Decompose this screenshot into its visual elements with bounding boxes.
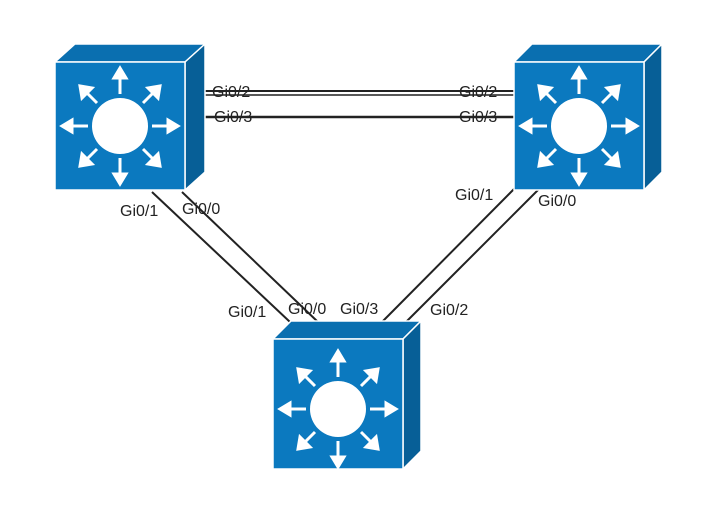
port-label-tr-gi03: Gi0/3 [459,109,497,126]
layer3-switch-icon [277,348,399,470]
port-label-tr-gi00: Gi0/0 [538,193,576,210]
port-label-tl-gi00: Gi0/0 [182,201,220,218]
port-label-tl-gi03: Gi0/3 [214,109,252,126]
link-gi00-gi02[interactable] [405,187,541,323]
port-label-bt-gi01: Gi0/1 [228,304,266,321]
port-labels: Gi0/2 Gi0/2 Gi0/3 Gi0/3 Gi0/1 Gi0/1 Gi0/… [120,84,576,321]
port-label-bt-gi03: Gi0/3 [340,301,378,318]
port-label-bt-gi02: Gi0/2 [430,302,468,319]
link-gi01-gi03[interactable] [381,187,516,323]
switch-top-left[interactable] [53,42,207,192]
link-gi01-gi01[interactable] [151,191,291,323]
switch-bottom[interactable] [271,319,423,471]
port-label-tl-gi02: Gi0/2 [212,84,250,101]
switch-top-right[interactable] [512,42,664,192]
link-gi00-gi00[interactable] [181,191,319,323]
port-label-tr-gi01: Gi0/1 [455,187,493,204]
layer3-switch-icon [518,65,640,187]
layer3-switch-icon [59,65,181,187]
links [151,90,541,323]
port-label-bt-gi00: Gi0/0 [288,301,326,318]
port-label-tl-gi01: Gi0/1 [120,203,158,220]
port-label-tr-gi02: Gi0/2 [459,84,497,101]
